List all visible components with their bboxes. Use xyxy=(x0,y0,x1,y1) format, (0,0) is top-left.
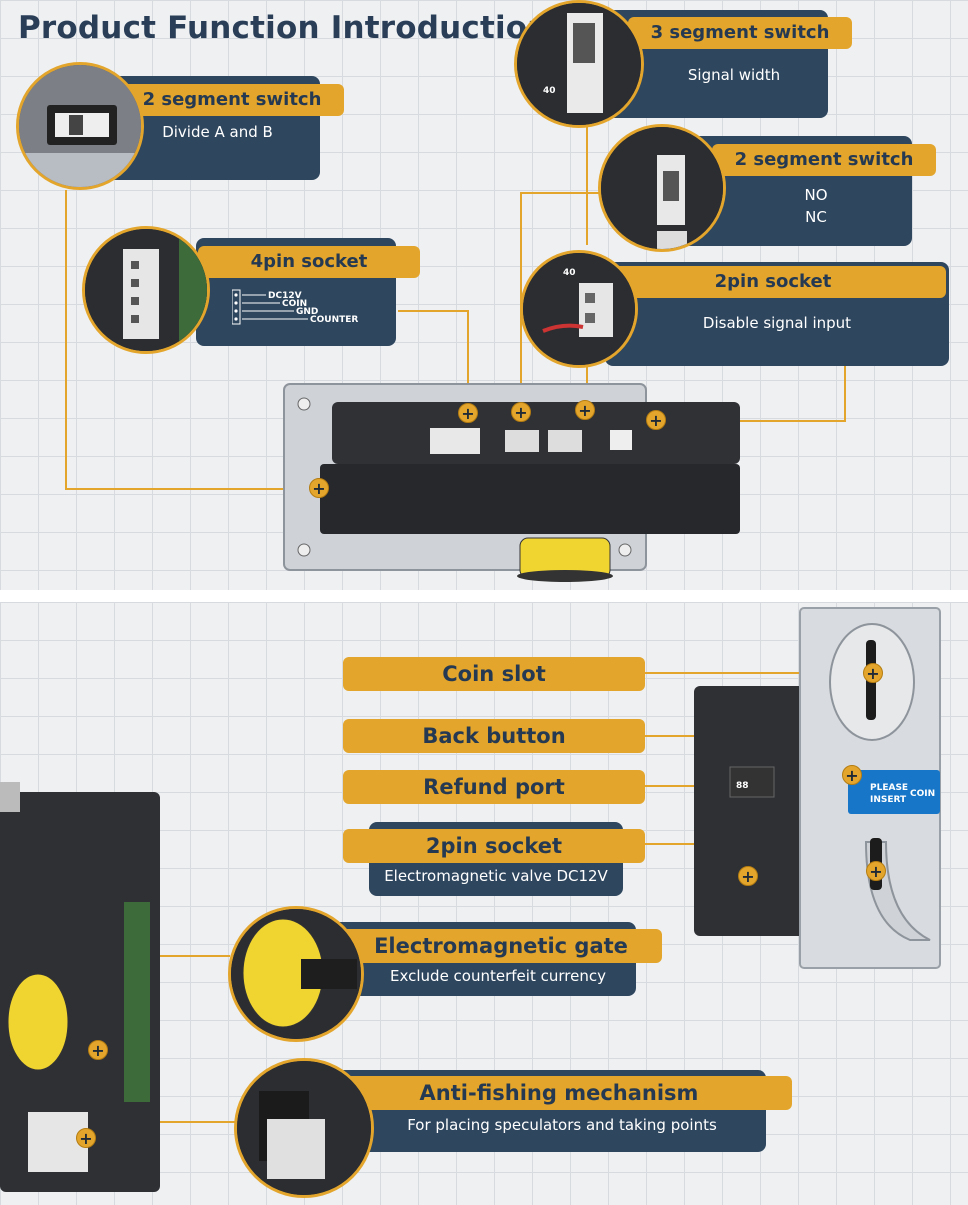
electromagnetic-gate-desc: Exclude counterfeit currency xyxy=(390,967,606,985)
socket-4pin-closeup xyxy=(82,226,210,354)
page-title: Product Function Introduction xyxy=(18,10,550,46)
plus-marker-icon[interactable]: + xyxy=(76,1128,96,1148)
label-4pin-socket: 4pin socket xyxy=(198,246,420,278)
gate-closeup xyxy=(228,906,364,1042)
bottom-panel: 88 PLEASE INSERT COIN Coin slot Back but… xyxy=(0,602,968,1205)
anti-fishing-desc: For placing speculators and taking point… xyxy=(407,1116,717,1134)
plus-marker-icon[interactable]: + xyxy=(646,410,666,430)
coin-acceptor-front-view: 88 PLEASE INSERT COIN xyxy=(694,607,941,969)
label-coin-slot: Coin slot xyxy=(343,657,645,691)
plus-marker-icon[interactable]: + xyxy=(863,663,883,683)
label-back-button: Back button xyxy=(343,719,645,753)
switch-3-closeup: 40 xyxy=(514,0,644,128)
svg-text:40: 40 xyxy=(543,86,556,96)
switch-3-photo: 40 xyxy=(517,3,641,125)
top-panel: Product Function Introduction Divide A a… xyxy=(0,0,968,590)
pin-dc12v: DC12V xyxy=(268,291,302,301)
switch-nonc-photo xyxy=(601,127,723,249)
plus-marker-icon[interactable]: + xyxy=(866,861,886,881)
label-2-segment-switch-nonc: 2 segment switch xyxy=(712,144,936,176)
label-2pin-socket-disable: 2pin socket xyxy=(600,266,946,298)
switch-nonc-closeup xyxy=(598,124,726,252)
switch-ab-closeup xyxy=(16,62,144,190)
pin-diagram: DC12V COIN GND COUNTER xyxy=(232,289,358,325)
label-3-segment-switch: 3 segment switch xyxy=(628,17,852,49)
gate-photo xyxy=(231,909,361,1039)
faceplate-insert: INSERT xyxy=(870,795,907,805)
valve-desc: Electromagnetic valve DC12V xyxy=(384,867,608,885)
plus-marker-icon[interactable]: + xyxy=(88,1040,108,1060)
led-display: 88 xyxy=(736,781,749,791)
socket-2pin-closeup: 40 xyxy=(520,250,638,368)
anti-fishing-closeup xyxy=(234,1058,374,1198)
faceplate-coin: COIN xyxy=(910,789,935,799)
label-2-segment-switch-ab: 2 segment switch xyxy=(120,84,344,116)
coin-acceptor-side-view xyxy=(0,782,160,1192)
disable-signal-desc: Disable signal input xyxy=(702,314,852,332)
label-refund-port: Refund port xyxy=(343,770,645,804)
svg-text:40: 40 xyxy=(563,268,576,278)
nc-desc: NC xyxy=(805,208,827,226)
pin-counter: COUNTER xyxy=(310,315,358,325)
plus-marker-icon[interactable]: + xyxy=(575,400,595,420)
anti-fishing-photo xyxy=(237,1061,371,1195)
switch-ab-photo xyxy=(19,65,141,187)
socket-4pin-photo xyxy=(85,229,207,351)
plus-marker-icon[interactable]: + xyxy=(511,402,531,422)
socket-2pin-photo: 40 xyxy=(523,253,635,365)
divide-ab-desc: Divide A and B xyxy=(162,123,273,141)
label-electromagnetic-gate: Electromagnetic gate xyxy=(340,929,662,963)
label-2pin-socket-valve: 2pin socket xyxy=(343,829,645,863)
no-desc: NO xyxy=(804,186,828,204)
faceplate-please: PLEASE xyxy=(870,783,908,793)
plus-marker-icon[interactable]: + xyxy=(842,765,862,785)
signal-width-desc: Signal width xyxy=(687,66,781,84)
coin-acceptor-top-view xyxy=(283,383,740,582)
label-anti-fishing: Anti-fishing mechanism xyxy=(326,1076,792,1110)
pin-gnd: GND xyxy=(296,307,318,317)
plus-marker-icon[interactable]: + xyxy=(738,866,758,886)
pin-coin: COIN xyxy=(282,299,307,309)
plus-marker-icon[interactable]: + xyxy=(309,478,329,498)
plus-marker-icon[interactable]: + xyxy=(458,403,478,423)
